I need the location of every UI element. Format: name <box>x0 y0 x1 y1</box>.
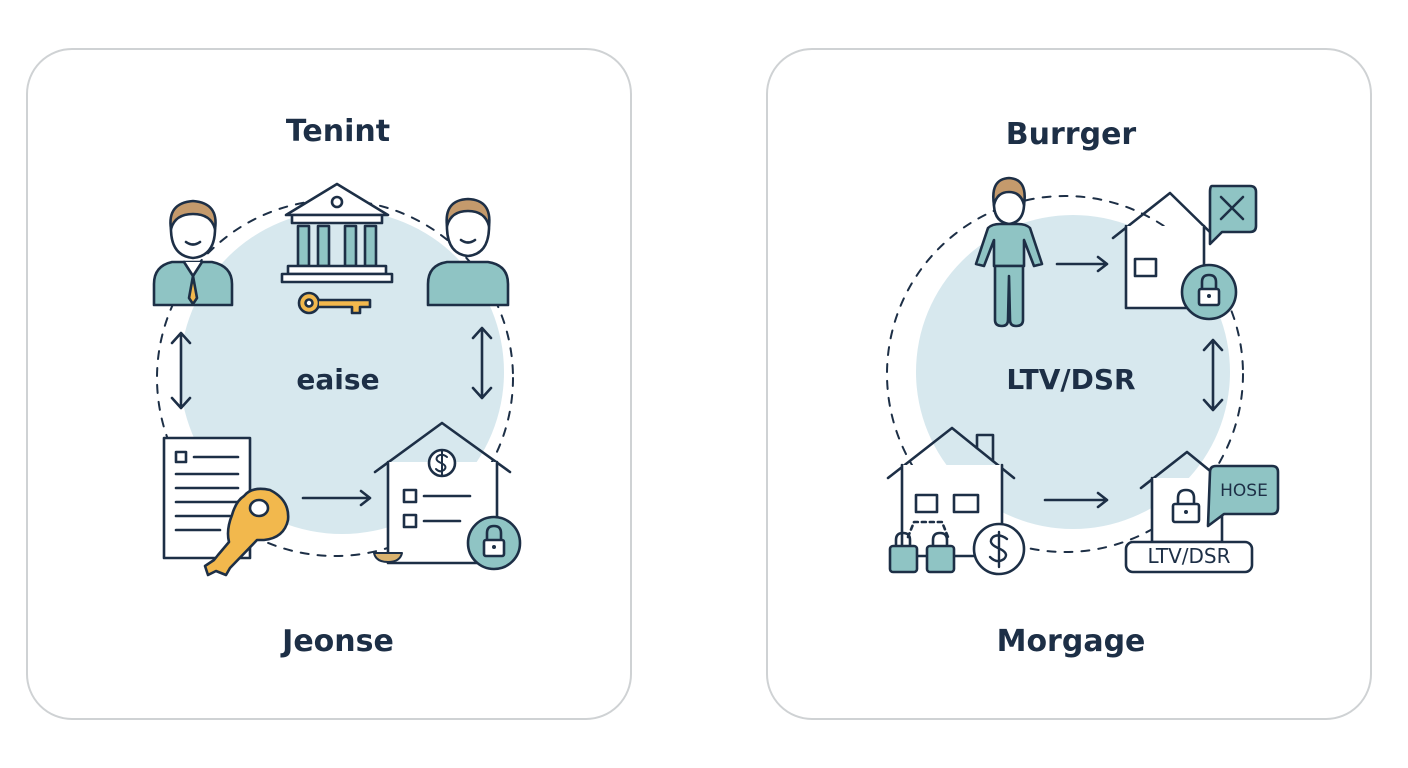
standing-person-icon <box>974 176 1044 328</box>
lock-icon <box>466 515 522 571</box>
left-vertical-arrow-icon <box>170 331 192 410</box>
right-vertical-arrow-icon <box>471 326 493 400</box>
left-background-circle <box>180 210 504 534</box>
tag-icon <box>1124 540 1254 574</box>
lock-icon <box>1171 488 1201 524</box>
ltv-dsr-tag-text: LTV/DSR <box>1147 544 1231 568</box>
dollar-icon <box>427 448 457 478</box>
bag-icon <box>888 531 919 574</box>
lock-icon <box>1180 263 1238 321</box>
right-flow-arrow-bottom-icon <box>1043 491 1109 509</box>
right-center-label: LTV/DSR <box>1006 363 1136 396</box>
bank-icon <box>280 182 394 284</box>
left-flow-arrow-icon <box>301 489 372 507</box>
right-panel-title: Burrger <box>1005 117 1137 152</box>
speech-bubble-icon <box>1206 464 1280 528</box>
person-icon <box>426 197 510 307</box>
left-panel-title: Tenint <box>285 114 391 149</box>
right-panel-vertical-arrow-icon <box>1202 338 1224 412</box>
hose-badge-text: HOSE <box>1220 481 1268 501</box>
left-center-label: eaise <box>296 363 380 396</box>
scale-icon <box>373 552 403 563</box>
large-key-icon <box>203 487 290 577</box>
key-icon <box>297 291 372 315</box>
dollar-icon <box>972 522 1026 576</box>
businessman-icon <box>152 199 234 307</box>
close-bubble-icon <box>1208 184 1258 246</box>
bag-icon <box>925 531 956 574</box>
left-panel-footer: Jeonse <box>282 624 394 659</box>
right-flow-arrow-top-icon <box>1055 255 1109 273</box>
right-dashed-cycle <box>886 195 1244 553</box>
right-panel-footer: Morgage <box>996 624 1146 659</box>
